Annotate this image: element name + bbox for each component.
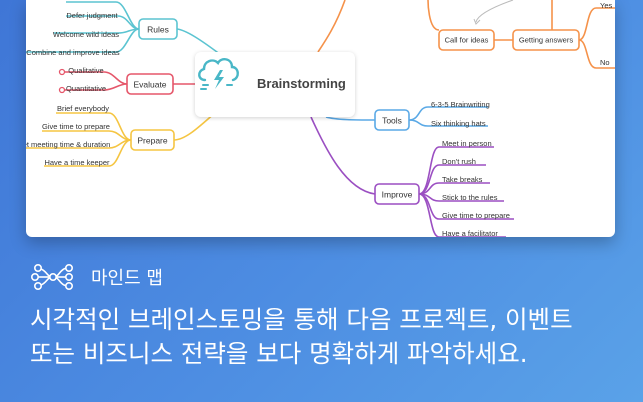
leaf-defer-judgment[interactable]: Defer judgment <box>66 11 118 20</box>
feature-caption-row: 마인드 맵 <box>31 263 163 291</box>
node-tools[interactable] <box>374 109 410 131</box>
app-screenshot: Rules Defer judgment Welcome wild ideas … <box>26 0 615 237</box>
leaf-set-meeting-time[interactable]: Set meeting time & duration <box>26 140 110 149</box>
node-evaluate[interactable] <box>126 73 174 95</box>
node-rules[interactable] <box>138 18 178 40</box>
leaf-stick-to-rules[interactable]: Stick to the rules <box>442 193 498 202</box>
storm-cloud-icon <box>198 58 239 90</box>
relation-arrow <box>475 0 514 23</box>
feature-label: 마인드 맵 <box>91 268 163 289</box>
leaf-have-time-keeper[interactable]: Have a time keeper <box>44 158 110 167</box>
leaf-combine-improve-ideas[interactable]: Combine and improve ideas <box>26 48 120 57</box>
leaf-brief-everybody[interactable]: Brief everybody <box>57 104 109 113</box>
leaf-yes[interactable]: Yes <box>600 1 612 10</box>
node-prepare[interactable] <box>130 129 175 151</box>
node-rules-label: Rules <box>147 25 169 35</box>
central-topic-title: Brainstorming <box>257 76 346 91</box>
headline-line-1: 시각적인 브레인스토밍을 통해 다음 프로젝트, 이벤트 <box>30 305 573 334</box>
headline-line-2: 또는 비즈니스 전략을 보다 명확하게 파악하세요. <box>30 339 528 368</box>
branch-tools <box>325 106 488 127</box>
branch-prepare <box>26 111 217 167</box>
leaf-dont-rush[interactable]: Don't rush <box>442 157 476 166</box>
node-call-for-ideas[interactable] <box>438 29 495 51</box>
branch-evaluate <box>62 71 195 91</box>
node-improve[interactable] <box>374 183 420 205</box>
branch-top-stub <box>317 0 346 53</box>
branch-ideas <box>427 0 615 69</box>
node-improve-label: Improve <box>382 190 413 200</box>
node-prepare-label: Prepare <box>137 136 168 146</box>
branch-improve <box>310 116 514 237</box>
node-getting-answers-label: Getting answers <box>519 36 573 45</box>
leaf-welcome-wild-ideas[interactable]: Welcome wild ideas <box>53 30 119 39</box>
node-call-for-ideas-label: Call for ideas <box>445 36 489 45</box>
node-tools-label: Tools <box>382 116 402 126</box>
mind-map-canvas: Rules Defer judgment Welcome wild ideas … <box>26 0 615 237</box>
leaf-six-thinking-hats[interactable]: Six thinking hats <box>431 119 486 128</box>
evaluate-dot-1 <box>58 68 66 76</box>
relation-arrow-head <box>473 18 481 25</box>
leaf-give-time-to-prepare[interactable]: Give time to prepare <box>42 122 110 131</box>
leaf-635-brainwriting[interactable]: 6-3-5 Brainwriting <box>431 100 490 109</box>
mind-map-icon <box>31 263 73 290</box>
leaf-no[interactable]: No <box>600 58 610 67</box>
leaf-give-time-improve[interactable]: Give time to prepare <box>442 211 510 220</box>
node-evaluate-label: Evaluate <box>133 80 166 90</box>
node-getting-answers[interactable] <box>512 29 580 51</box>
leaf-have-facilitator[interactable]: Have a facilitator <box>442 229 498 237</box>
leaf-qualitative[interactable]: Qualitative <box>68 66 103 75</box>
branch-rules <box>26 1 222 56</box>
evaluate-dot-2 <box>58 86 66 94</box>
leaf-quantitative[interactable]: Quantitative <box>66 84 106 93</box>
headline: 시각적인 브레인스토밍을 통해 다음 프로젝트, 이벤트 또는 비즈니스 전략을… <box>30 303 620 371</box>
central-topic[interactable]: Brainstorming <box>195 52 355 117</box>
leaf-meet-in-person[interactable]: Meet in person <box>442 139 492 148</box>
leaf-take-breaks[interactable]: Take breaks <box>442 175 483 184</box>
